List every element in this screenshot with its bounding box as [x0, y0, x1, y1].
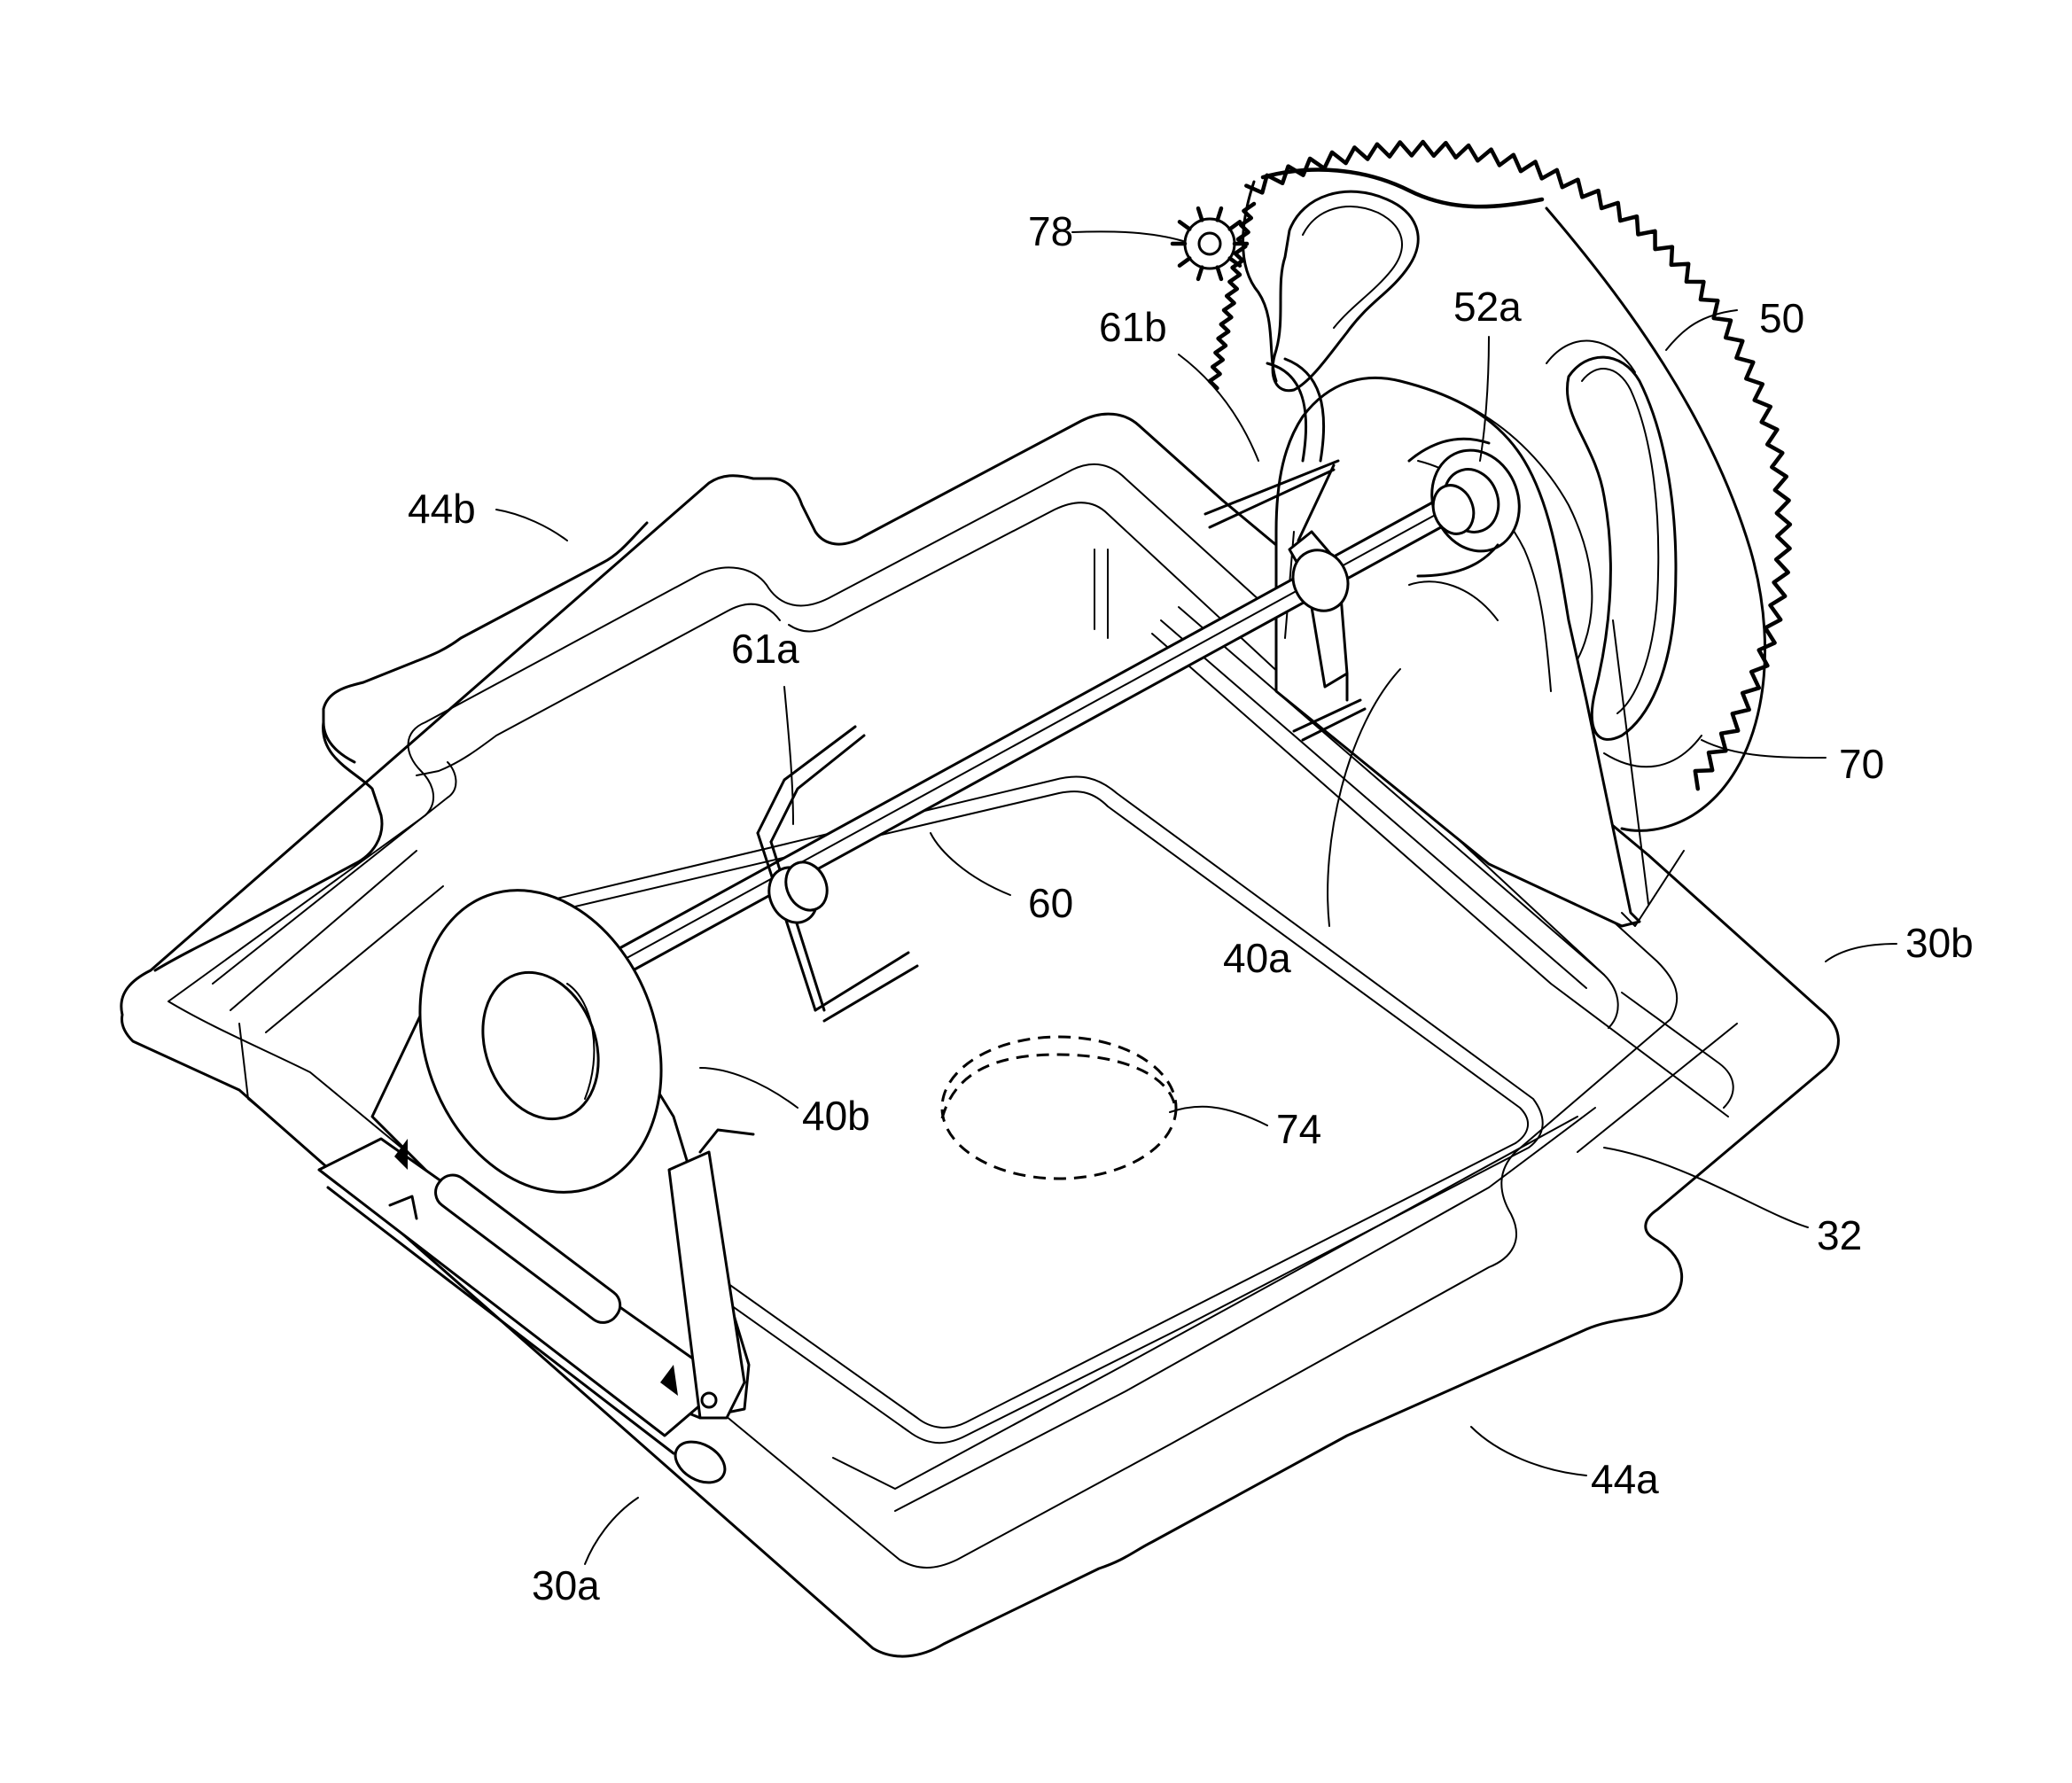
- tray-flange: [121, 414, 1839, 1656]
- label-44b: 44b: [408, 486, 476, 532]
- label-50: 50: [1759, 295, 1804, 341]
- label-40b: 40b: [802, 1093, 870, 1139]
- label-78: 78: [1028, 208, 1073, 254]
- pinion-tooth: [1180, 259, 1189, 266]
- fork-61a: [758, 727, 917, 1021]
- label-70: 70: [1839, 741, 1884, 787]
- label-30a: 30a: [532, 1562, 600, 1608]
- pinion-tooth: [1180, 222, 1189, 229]
- pinion-tooth: [1218, 208, 1221, 220]
- label-61a: 61a: [731, 626, 799, 672]
- bracket-40b: [319, 856, 753, 1491]
- label-52a: 52a: [1453, 284, 1522, 330]
- label-60: 60: [1028, 880, 1073, 926]
- pinion-tooth: [1218, 268, 1221, 279]
- label-30b: 30b: [1905, 920, 1974, 966]
- dashed-area-74: [942, 1037, 1176, 1179]
- label-61b: 61b: [1099, 304, 1167, 350]
- pinion-tooth: [1198, 268, 1202, 279]
- label-32: 32: [1817, 1212, 1862, 1258]
- label-40a: 40a: [1223, 935, 1291, 981]
- label-74: 74: [1276, 1106, 1321, 1152]
- pinion-tooth: [1230, 222, 1240, 229]
- pinion-tooth: [1198, 208, 1202, 220]
- label-44a: 44a: [1591, 1456, 1659, 1502]
